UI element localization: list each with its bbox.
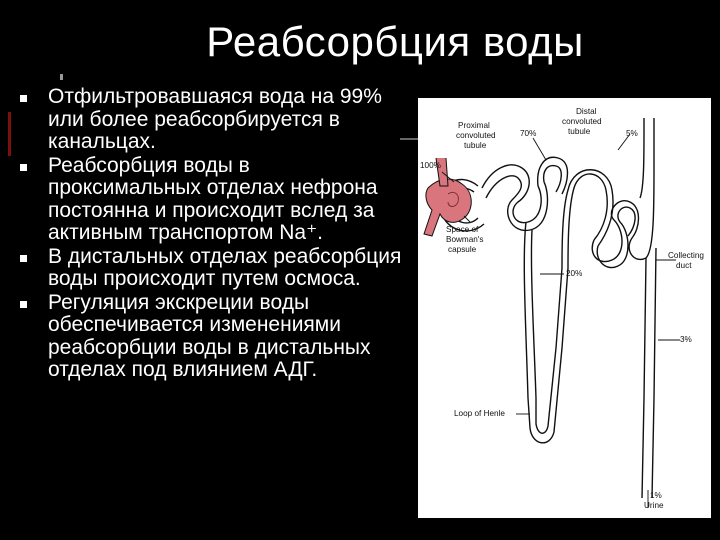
bullet-text: Отфильтровавшаяся вода на 99% или более …: [48, 85, 382, 153]
decorative-dot: [60, 74, 63, 80]
bullet-text: Реабсорбция воды в проксимальных отделах…: [48, 153, 378, 244]
label-collecting-duct: duct: [676, 261, 692, 270]
pointer-lines: [441, 133, 680, 508]
label-proximal: Proximal: [458, 121, 490, 130]
label-distal: tubule: [568, 127, 591, 136]
label-100-percent: 100%: [420, 161, 441, 170]
label-70-percent: 70%: [520, 129, 536, 138]
nephron-outline: [438, 118, 657, 499]
label-20-percent: 20%: [566, 269, 582, 278]
bullet-text: Регуляция экскреции воды обеспечивается …: [48, 290, 371, 381]
label-distal: Distal: [576, 107, 597, 116]
label-3-percent: 3%: [680, 335, 692, 344]
square-bullet-icon: [20, 300, 27, 308]
nephron-diagram: Proximal convoluted tubule 70% Distal co…: [418, 98, 711, 518]
label-loop-of-henle: Loop of Henle: [454, 409, 505, 418]
bullet-item: Реабсорбция воды в проксимальных отделах…: [18, 153, 408, 245]
square-bullet-icon: [20, 163, 27, 171]
decorative-line: [400, 138, 418, 140]
label-collecting-duct: Collecting: [668, 251, 704, 260]
label-bowman: Bowman's: [446, 235, 484, 244]
square-bullet-icon: [20, 254, 27, 262]
bullet-text: В дистальных отделах реабсорбция воды пр…: [48, 244, 402, 290]
label-bowman: capsule: [448, 245, 477, 254]
label-proximal: tubule: [464, 141, 487, 150]
label-bowman: Space of: [446, 225, 479, 234]
bullet-list: Отфильтровавшаяся вода на 99% или более …: [18, 85, 408, 383]
nephron-svg: Proximal convoluted tubule 70% Distal co…: [420, 107, 704, 510]
label-1-percent: 1%: [650, 491, 662, 500]
bullet-item: Отфильтровавшаяся вода на 99% или более …: [18, 85, 408, 154]
label-5-percent: 5%: [626, 129, 638, 138]
decorative-red-bar: [8, 112, 11, 156]
square-bullet-icon: [20, 95, 27, 102]
label-distal: convoluted: [562, 117, 602, 126]
slide-title: Реабсорбция воды: [206, 18, 584, 65]
bullet-item: В дистальных отделах реабсорбция воды пр…: [18, 244, 408, 291]
label-urine: Urine: [644, 501, 664, 510]
label-proximal: convoluted: [456, 131, 496, 140]
bullet-item: Регуляция экскреции воды обеспечивается …: [18, 290, 408, 382]
glomerulus: [423, 157, 472, 237]
